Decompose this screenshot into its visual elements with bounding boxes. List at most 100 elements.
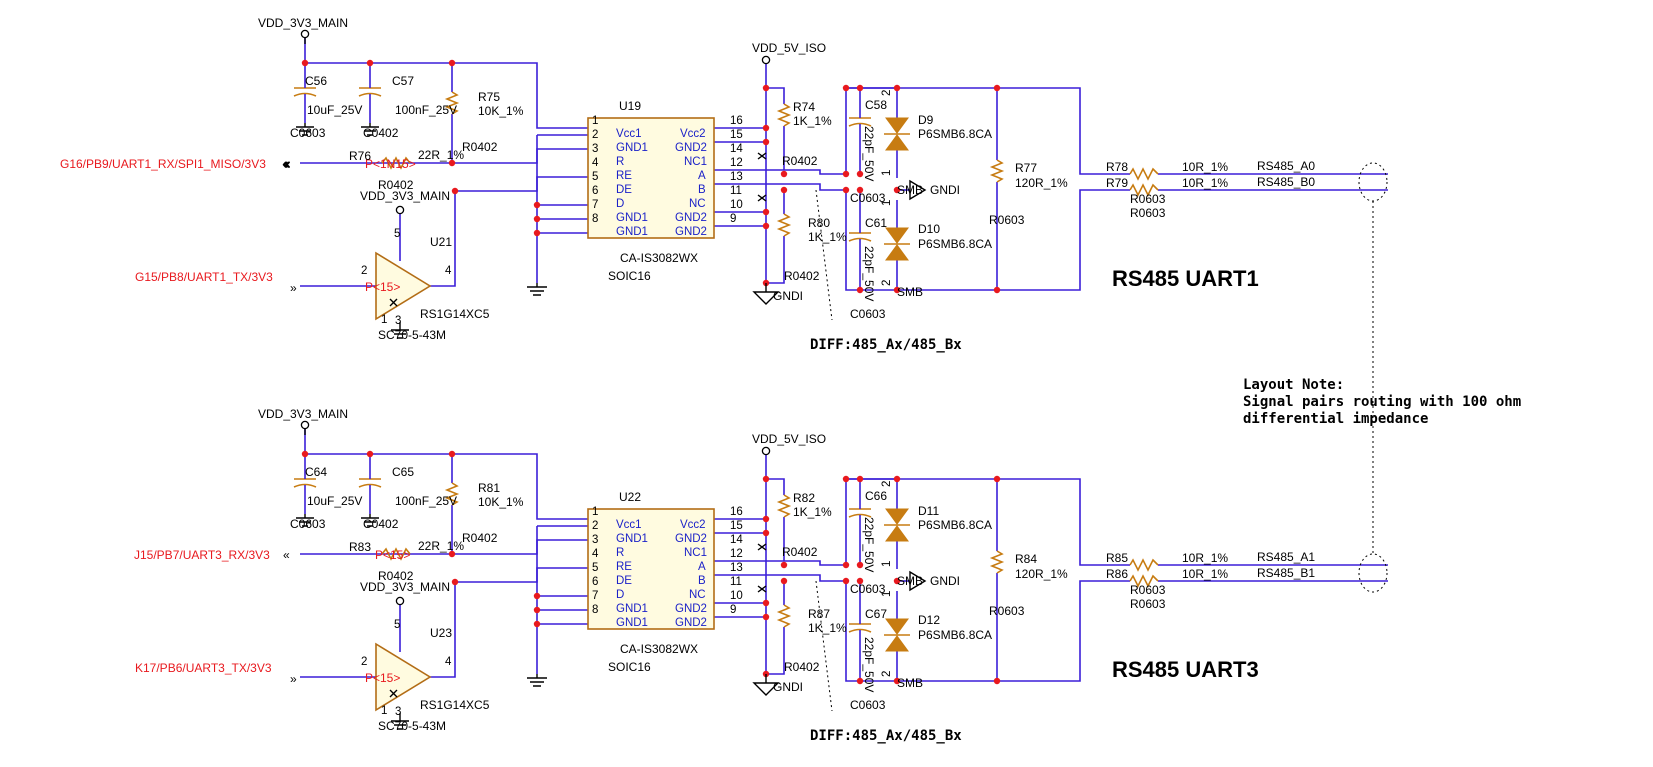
diff-note: DIFF:485_Ax/485_Bx	[810, 728, 962, 744]
tvs-bot-ref: D12	[918, 613, 940, 627]
buffer-pin-1: 1	[381, 705, 387, 717]
layout-note-line1: Signal pairs routing with 100 ohm	[1243, 394, 1521, 410]
channel-title: RS485 UART3	[1112, 657, 1259, 682]
pin-num: 15	[730, 520, 743, 532]
pin-num: 14	[730, 143, 743, 155]
tvs-bot-pin-a: 1	[881, 591, 893, 597]
pin-num: 1	[592, 115, 598, 127]
r-pull-pkg: R0402	[462, 140, 498, 154]
tvs-top-pin-a: 2	[881, 90, 893, 96]
r-ser-a-value: 10R_1%	[1182, 551, 1228, 565]
gnd-iso-label: GNDI	[773, 289, 803, 303]
tx-port-tag: P<15>	[365, 671, 400, 685]
r-bias-top-ref: R74	[793, 100, 815, 114]
pin-num: 12	[730, 548, 743, 560]
c-bulk-value: 10uF_25V	[307, 103, 362, 117]
c-bot-ref: C61	[865, 216, 887, 230]
pin-num: 11	[730, 576, 742, 588]
tx-signal-label: G15/PB8/UART1_TX/3V3	[135, 270, 273, 284]
buffer-pin-2: 2	[361, 656, 367, 668]
pin-num: 12	[730, 157, 743, 169]
pin-name: NC1	[684, 547, 707, 559]
r-rx-ref: R76	[349, 149, 371, 163]
tx-port-arrow: »	[290, 281, 297, 295]
r-bias-bot-pkg: R0402	[784, 269, 820, 283]
tvs-bot-pin-b: 2	[881, 280, 893, 286]
buffer-pin-1: 1	[381, 314, 387, 326]
out-b-label: RS485_B0	[1257, 175, 1315, 189]
out-a-label: RS485_A0	[1257, 159, 1315, 173]
pin-num: 9	[730, 604, 736, 616]
layout-note: Layout Note: Signal pairs routing with 1…	[1243, 377, 1521, 427]
pin-name: GND1	[616, 603, 648, 615]
pin-name: GND1	[616, 226, 648, 238]
pin-name: DE	[616, 184, 632, 196]
r-rx-value: 22R_1%	[418, 148, 464, 162]
r-pull-value: 10K_1%	[478, 104, 524, 118]
pin-name: A	[698, 561, 706, 573]
pin-name: A	[698, 170, 706, 182]
buffer-ref: U21	[430, 235, 452, 249]
pin-num: 8	[592, 604, 598, 616]
out-a-label: RS485_A1	[1257, 550, 1315, 564]
c-top-value: 22pF_50V	[862, 126, 876, 181]
buffer-part: RS1G14XC5	[420, 698, 490, 712]
r-term-pkg: R0603	[989, 213, 1025, 227]
pin-name: Vcc2	[680, 128, 706, 140]
r-bias-bot-ref: R87	[808, 607, 830, 621]
c-bot-value: 22pF_50V	[862, 637, 876, 692]
pin-num: 6	[592, 576, 598, 588]
r-ser-a-ref: R85	[1106, 551, 1128, 565]
diff-note: DIFF:485_Ax/485_Bx	[810, 337, 962, 353]
rx-signal-label: G16/PB9/UART1_RX/SPI1_MISO/3V3	[60, 157, 266, 171]
layout-note-heading: Layout Note:	[1243, 377, 1344, 393]
r-bias-top-pkg: R0402	[782, 545, 818, 559]
r-rx-pkg: R0402	[378, 569, 414, 583]
tvs-top-part: P6SMB6.8CA	[918, 518, 992, 532]
buffer-part: RS1G14XC5	[420, 307, 490, 321]
pin-num: 16	[730, 115, 743, 127]
pin-num: 1	[592, 506, 598, 518]
rx-signal-label: J15/PB7/UART3_RX/3V3	[134, 548, 270, 562]
tvs-bot-ref: D10	[918, 222, 940, 236]
net-label-iso: VDD_5V_ISO	[752, 432, 826, 446]
r-term-value: 120R_1%	[1015, 176, 1068, 190]
c-bot-pkg: C0603	[850, 307, 886, 321]
pin-num: 2	[592, 129, 598, 141]
r-ser-a-ref: R78	[1106, 160, 1128, 174]
pin-num: 5	[592, 171, 598, 183]
pin-num: 16	[730, 506, 743, 518]
gnd-iso-label: GNDI	[773, 680, 803, 694]
pin-name: Vcc1	[616, 128, 642, 140]
pin-num: 3	[592, 534, 598, 546]
pin-num: 11	[730, 185, 742, 197]
pin-num: 8	[592, 213, 598, 225]
rx-port-tag: P<1N15>	[365, 157, 416, 171]
tx-port-tag: P<15>	[365, 280, 400, 294]
c-bot-ref: C67	[865, 607, 887, 621]
net-label-iso: VDD_5V_ISO	[752, 41, 826, 55]
r-bias-top-ref: R82	[793, 491, 815, 505]
tvs-top-pkg: SMB	[897, 574, 923, 588]
tvs-top-part: P6SMB6.8CA	[918, 127, 992, 141]
pin-num: 3	[592, 143, 598, 155]
pin-name: Vcc1	[616, 519, 642, 531]
c-bulk-ref: C56	[305, 74, 327, 88]
r-ser-b-pkg: R0603	[1130, 597, 1166, 611]
tvs-top-pin-b: 1	[881, 561, 893, 567]
tvs-top-pin-b: 1	[881, 170, 893, 176]
pin-name: GND2	[675, 142, 707, 154]
r-ser-a-pkg: R0603	[1130, 192, 1166, 206]
pin-name: GND2	[675, 603, 707, 615]
channel-title: RS485 UART1	[1112, 266, 1259, 291]
pin-name: Vcc2	[680, 519, 706, 531]
buffer-pin-5: 5	[394, 619, 400, 631]
pin-name: NC1	[684, 156, 707, 168]
c-top-pkg: C0603	[850, 582, 886, 596]
r-term-ref: R84	[1015, 552, 1037, 566]
tvs-bot-pin-b: 2	[881, 671, 893, 677]
r-bias-top-pkg: R0402	[782, 154, 818, 168]
net-label-main: VDD_3V3_MAIN	[258, 407, 348, 421]
pin-name: GND1	[616, 533, 648, 545]
transceiver-pkg: SOIC16	[608, 660, 651, 674]
